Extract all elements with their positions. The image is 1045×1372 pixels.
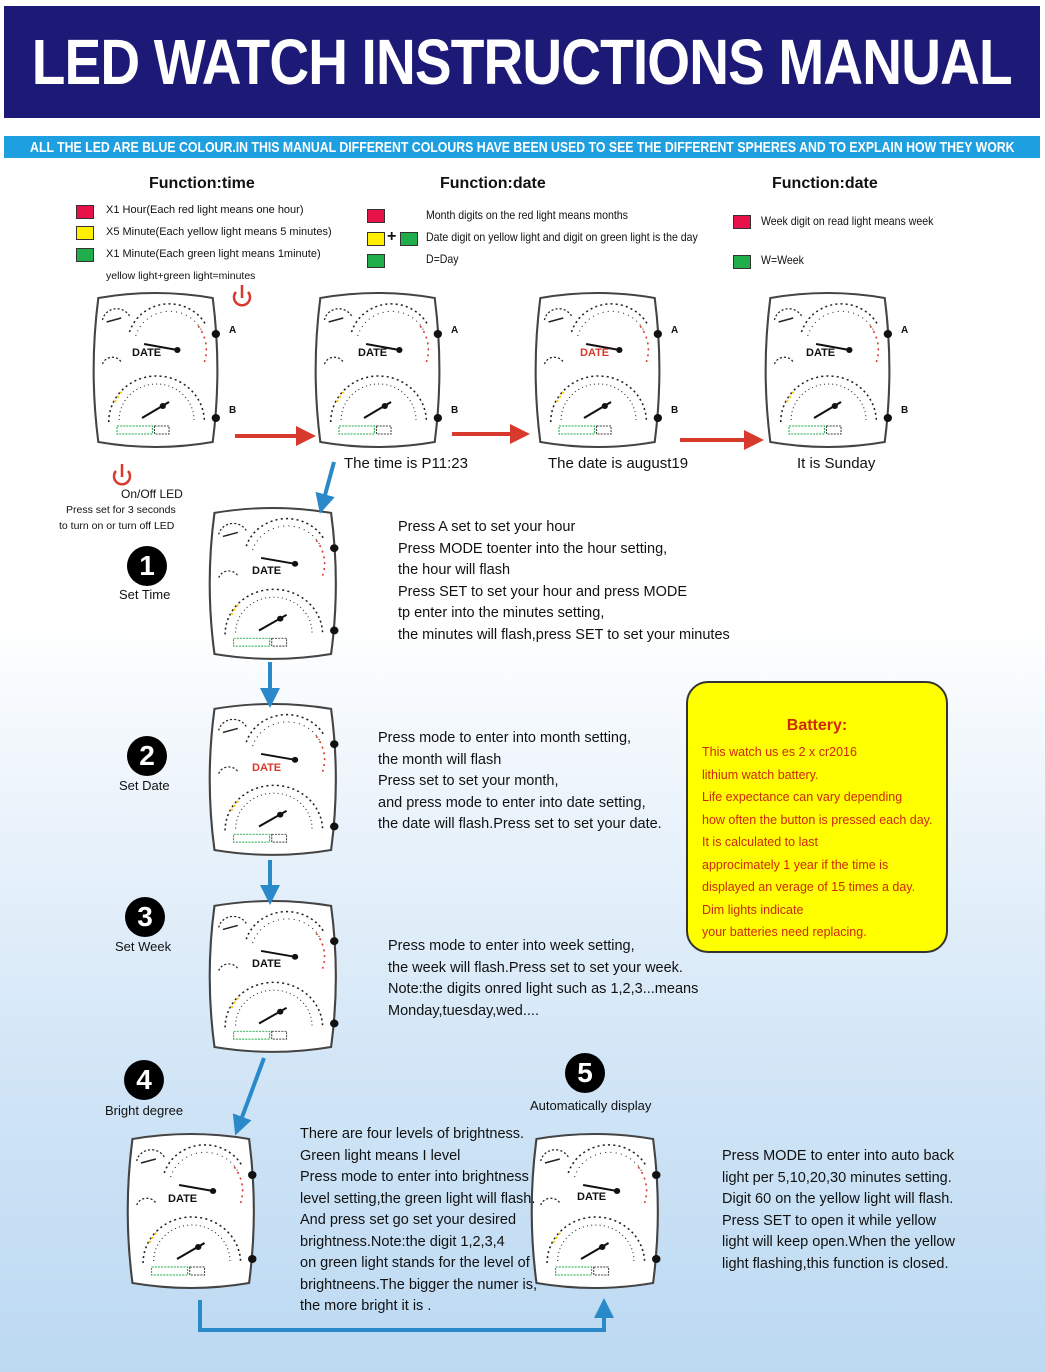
watch-date-label: DATE bbox=[577, 1191, 607, 1203]
legend-d-day: D=Day bbox=[426, 252, 459, 266]
green-swatch bbox=[367, 254, 385, 268]
onoff-title: On/Off LED bbox=[121, 487, 183, 501]
watch-illustration bbox=[208, 506, 340, 660]
button-b-label: B bbox=[901, 405, 909, 416]
watch-illustration bbox=[764, 291, 894, 449]
caption-week: It is Sunday bbox=[797, 455, 876, 472]
step-label: Automatically display bbox=[530, 1098, 652, 1113]
caption-time: The time is P11:23 bbox=[344, 455, 468, 472]
plus-sign: + bbox=[387, 228, 397, 245]
legend-w-week: W=Week bbox=[761, 253, 804, 267]
watch-date-label: DATE bbox=[358, 347, 388, 359]
legend-month: Month digits on the red light means mont… bbox=[426, 208, 628, 222]
power-icon bbox=[112, 464, 132, 486]
function-date-heading: Function:date bbox=[440, 175, 546, 192]
function-week-heading: Function:date bbox=[772, 175, 878, 192]
step-label: Set Week bbox=[115, 939, 172, 954]
watch-illustration bbox=[126, 1132, 258, 1290]
green-swatch bbox=[76, 248, 94, 262]
legend-week: Week digit on read light means week bbox=[761, 214, 934, 228]
watch-illustration bbox=[208, 899, 340, 1053]
legend-day: Date digit on yellow light and digit on … bbox=[426, 230, 698, 244]
button-b-label: B bbox=[671, 405, 679, 416]
step-number: 1 bbox=[127, 546, 167, 586]
function-time-heading: Function:time bbox=[149, 175, 255, 192]
step-number: 3 bbox=[125, 897, 165, 937]
watch-date-label: DATE bbox=[806, 347, 836, 359]
watch-date-label: DATE bbox=[580, 347, 610, 359]
legend-hour: X1 Hour(Each red light means one hour) bbox=[106, 204, 304, 216]
green-swatch bbox=[400, 232, 418, 246]
legend-5min: X5 Minute(Each yellow light means 5 minu… bbox=[106, 226, 332, 238]
caption-date: The date is august19 bbox=[548, 455, 689, 472]
step-label: Set Time bbox=[119, 587, 171, 602]
watch-illustration bbox=[92, 291, 222, 449]
step-number: 5 bbox=[565, 1053, 605, 1093]
step-description: Press mode to enter into month setting,t… bbox=[378, 730, 662, 832]
onoff-line1: Press set for 3 seconds bbox=[66, 504, 176, 516]
step-number: 4 bbox=[124, 1060, 164, 1100]
yellow-swatch bbox=[367, 232, 385, 246]
step-label: Set Date bbox=[119, 778, 170, 793]
step-description: There are four levels of brightness.Gree… bbox=[300, 1126, 537, 1314]
green-swatch bbox=[733, 255, 751, 269]
battery-title: Battery: bbox=[786, 717, 848, 734]
button-b-label: B bbox=[451, 405, 459, 416]
watch-date-label: DATE bbox=[252, 565, 282, 577]
battery-info-box: Battery: This watch us es 2 x cr2016 lit… bbox=[686, 681, 948, 953]
power-icon bbox=[232, 285, 252, 307]
button-a-label: A bbox=[229, 325, 237, 336]
color-note-banner: ALL THE LED ARE BLUE COLOUR.IN THIS MANU… bbox=[4, 136, 1040, 158]
watch-illustration bbox=[208, 702, 340, 856]
button-a-label: A bbox=[671, 325, 679, 336]
watch-illustration bbox=[530, 1132, 662, 1290]
page-title: LED WATCH INSTRUCTIONS MANUAL bbox=[4, 6, 1040, 118]
watch-illustration bbox=[534, 291, 664, 449]
legend-minutes-note: yellow light+green light=minutes bbox=[106, 270, 256, 282]
red-swatch bbox=[367, 209, 385, 223]
red-swatch bbox=[76, 205, 94, 219]
watch-date-label: DATE bbox=[132, 347, 162, 359]
step-number: 2 bbox=[127, 736, 167, 776]
step-label: Bright degree bbox=[105, 1103, 184, 1118]
button-b-label: B bbox=[229, 405, 237, 416]
watch-date-label: DATE bbox=[252, 958, 282, 970]
button-a-label: A bbox=[901, 325, 909, 336]
watch-date-label: DATE bbox=[252, 762, 282, 774]
button-a-label: A bbox=[451, 325, 459, 336]
yellow-swatch bbox=[76, 226, 94, 240]
watch-illustration bbox=[314, 291, 444, 449]
legend-1min: X1 Minute(Each green light means 1minute… bbox=[106, 248, 321, 260]
watch-date-label: DATE bbox=[168, 1193, 198, 1205]
onoff-line2: to turn on or turn off LED bbox=[59, 520, 175, 532]
step-description: Press mode to enter into week setting,th… bbox=[388, 938, 699, 1019]
red-swatch bbox=[733, 215, 751, 229]
